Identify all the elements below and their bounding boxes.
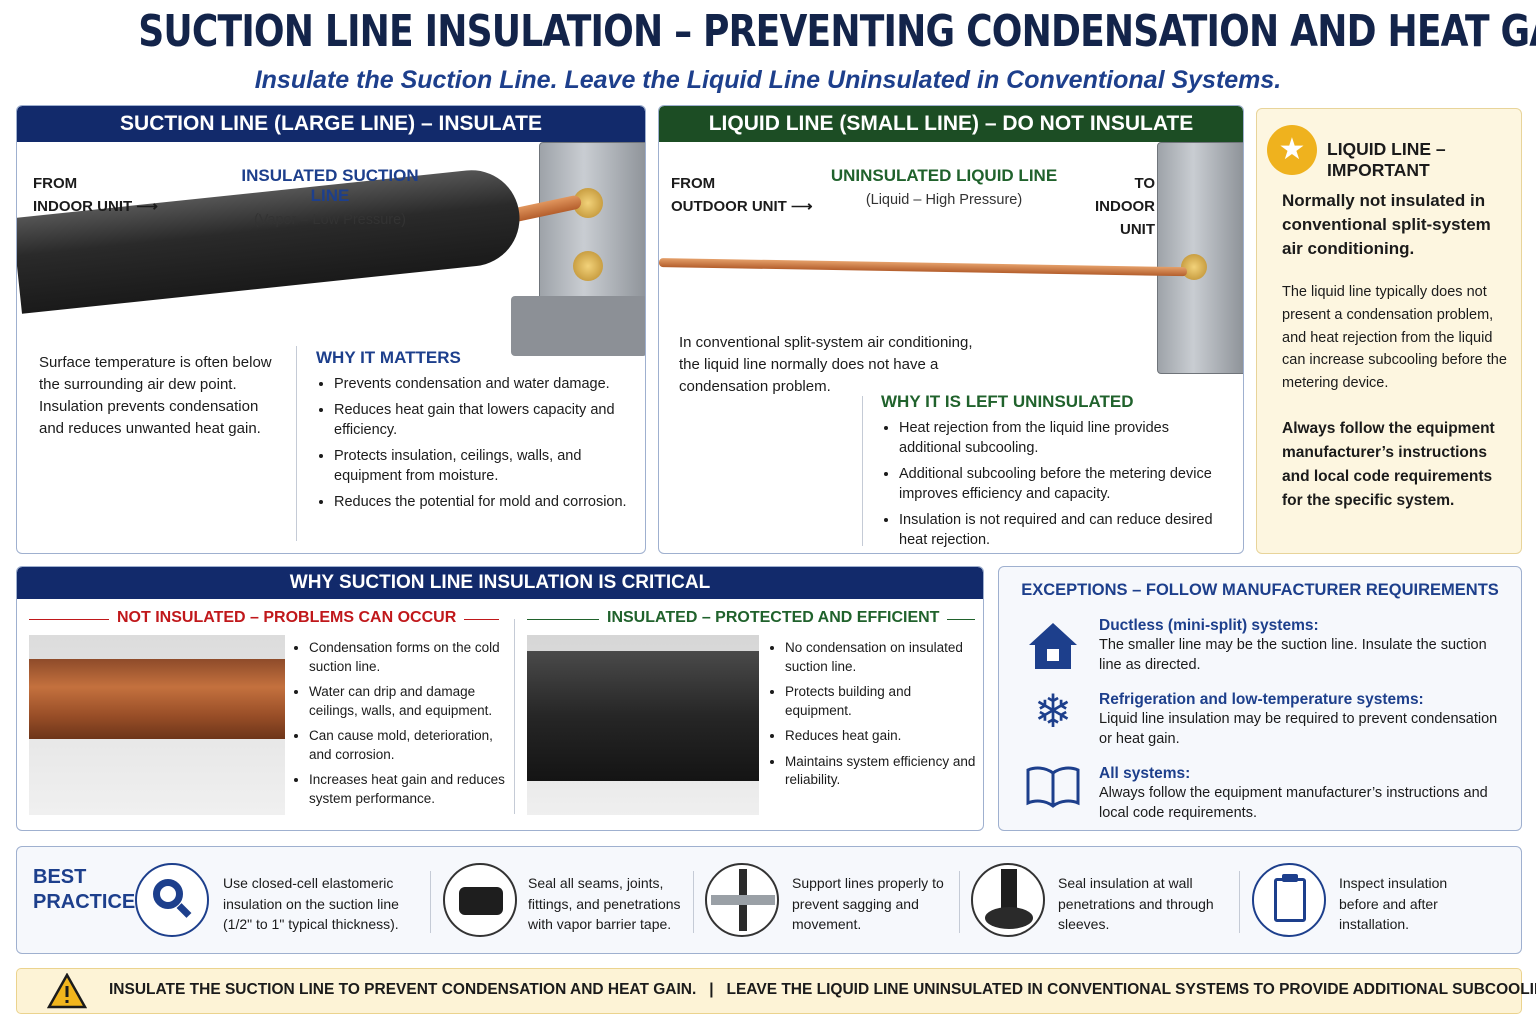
to-indoor-label: TO INDOOR UNIT bbox=[1095, 175, 1155, 238]
list-item: Heat rejection from the liquid line prov… bbox=[899, 418, 1216, 458]
warning-icon bbox=[46, 972, 88, 1009]
best-practice-text: Use closed-cell elastomeric insulation o… bbox=[223, 875, 399, 932]
wall-sleeve-icon bbox=[971, 863, 1045, 937]
list-item: Increases heat gain and reduces system p… bbox=[309, 771, 508, 808]
from-outdoor-label: FROM OUTDOOR UNIT ⟶ bbox=[671, 175, 813, 215]
list-item: Reduces the potential for mold and corro… bbox=[334, 492, 636, 512]
snowflake-icon: ❄ bbox=[1033, 685, 1073, 737]
page-subtitle: Insulate the Suction Line. Leave the Liq… bbox=[254, 66, 1282, 94]
best-practice-text: Seal all seams, joints, fittings, and pe… bbox=[528, 875, 681, 932]
list-item: Water can drip and damage ceilings, wall… bbox=[309, 683, 508, 720]
divider bbox=[514, 619, 515, 814]
divider bbox=[296, 346, 297, 541]
best-practice-text: Support lines properly to prevent saggin… bbox=[792, 875, 944, 932]
why-uninsulated-list: Heat rejection from the liquid line prov… bbox=[881, 418, 1216, 550]
list-item: Protects insulation, ceilings, walls, an… bbox=[334, 446, 636, 486]
divider bbox=[430, 871, 431, 933]
service-valve-bottom bbox=[573, 251, 603, 281]
divider bbox=[959, 871, 960, 933]
exceptions-header: EXCEPTIONS – FOLLOW MANUFACTURER REQUIRE… bbox=[1021, 581, 1499, 599]
important-lead: Normally not insulated in conventional s… bbox=[1282, 191, 1491, 258]
why-it-matters-list: Prevents condensation and water damage. … bbox=[316, 374, 636, 512]
list-item: Can cause mold, deterioration, and corro… bbox=[309, 727, 508, 764]
suction-line-sublabel: (Vapor – Low Pressure) bbox=[253, 212, 407, 228]
footer-message: INSULATE THE SUCTION LINE TO PREVENT CON… bbox=[109, 981, 1536, 998]
important-body: The liquid line typically does not prese… bbox=[1282, 284, 1507, 392]
list-item: Reduces heat gain. bbox=[785, 727, 979, 746]
exception-text: Liquid line insulation may be required t… bbox=[1099, 711, 1498, 747]
pipe-support-icon bbox=[705, 863, 779, 937]
sweating-pipe-image bbox=[29, 635, 285, 815]
list-item: Prevents condensation and water damage. bbox=[334, 374, 636, 394]
uninsulated-liquid-pipe bbox=[659, 258, 1187, 277]
liquid-header: LIQUID LINE (SMALL LINE) – DO NOT INSULA… bbox=[659, 106, 1243, 171]
not-insulated-list: Condensation forms on the cold suction l… bbox=[293, 639, 508, 808]
suction-header: SUCTION LINE (LARGE LINE) – INSULATE bbox=[17, 106, 645, 142]
important-panel: ★ LIQUID LINE – IMPORTANT Normally not i… bbox=[1256, 108, 1522, 554]
list-item: Reduces heat gain that lowers capacity a… bbox=[334, 400, 636, 440]
house-icon bbox=[1029, 623, 1077, 669]
divider bbox=[1239, 871, 1240, 933]
important-title: LIQUID LINE – IMPORTANT bbox=[1327, 139, 1446, 180]
list-item: Condensation forms on the cold suction l… bbox=[309, 639, 508, 676]
liquid-panel: LIQUID LINE (SMALL LINE) – DO NOT INSULA… bbox=[658, 105, 1244, 554]
why-uninsulated-title: WHY IT IS LEFT UNINSULATED bbox=[881, 392, 1134, 411]
critical-panel: WHY SUCTION LINE INSULATION IS CRITICAL … bbox=[16, 566, 984, 831]
list-item: Insulation is not required and can reduc… bbox=[899, 510, 1216, 550]
exceptions-panel: EXCEPTIONS – FOLLOW MANUFACTURER REQUIRE… bbox=[998, 566, 1522, 831]
exception-title: All systems: bbox=[1099, 765, 1191, 782]
tape-icon bbox=[443, 863, 517, 937]
star-icon: ★ bbox=[1267, 125, 1317, 175]
best-practices-title: BEST PRACTICES bbox=[33, 866, 149, 913]
critical-header: WHY SUCTION LINE INSULATION IS CRITICAL bbox=[17, 567, 983, 599]
clipboard-icon bbox=[1252, 863, 1326, 937]
arrow-right-icon: ⟶ bbox=[136, 198, 158, 215]
insulated-title: INSULATED – PROTECTED AND EFFICIENT bbox=[599, 609, 948, 627]
suction-panel: SUCTION LINE (LARGE LINE) – INSULATE FRO… bbox=[16, 105, 646, 554]
best-practices-panel: BEST PRACTICES Use closed-cell elastomer… bbox=[16, 846, 1522, 954]
suction-description: Surface temperature is often below the s… bbox=[39, 354, 272, 437]
exception-text: Always follow the equipment manufacturer… bbox=[1099, 785, 1488, 821]
list-item: Additional subcooling before the meterin… bbox=[899, 464, 1216, 504]
from-indoor-label: FROM INDOOR UNIT ⟶ bbox=[33, 175, 158, 215]
liquid-description: In conventional split-system air conditi… bbox=[679, 334, 973, 395]
arrow-right-icon: ⟶ bbox=[791, 198, 813, 215]
unit-base bbox=[511, 296, 645, 356]
best-practice-text: Seal insulation at wall penetrations and… bbox=[1058, 875, 1214, 932]
exception-text: The smaller line may be the suction line… bbox=[1099, 637, 1487, 673]
uninsulated-liquid-line-label: UNINSULATED LIQUID LINE bbox=[830, 166, 1058, 185]
exception-title: Refrigeration and low-temperature system… bbox=[1099, 691, 1424, 708]
insulated-list: No condensation on insulated suction lin… bbox=[769, 639, 979, 790]
divider bbox=[862, 396, 863, 546]
insulated-pipe-image bbox=[527, 635, 759, 815]
important-note: Always follow the equipment manufacturer… bbox=[1282, 420, 1495, 509]
page-title: SUCTION LINE INSULATION – PREVENTING CON… bbox=[138, 6, 1536, 57]
not-insulated-title: NOT INSULATED – PROBLEMS CAN OCCUR bbox=[109, 609, 465, 627]
book-icon bbox=[1026, 766, 1080, 808]
why-it-matters-title: WHY IT MATTERS bbox=[316, 348, 461, 367]
best-practice-text: Inspect insulation before and after inst… bbox=[1339, 875, 1448, 932]
insulated-suction-line-label: INSULATED SUCTION LINE bbox=[241, 166, 419, 205]
divider bbox=[693, 871, 694, 933]
footer-banner: INSULATE THE SUCTION LINE TO PREVENT CON… bbox=[16, 968, 1536, 1014]
magnifier-icon bbox=[135, 863, 209, 937]
exception-title: Ductless (mini-split) systems: bbox=[1099, 617, 1319, 634]
list-item: Protects building and equipment. bbox=[785, 683, 979, 720]
liquid-line-sublabel: (Liquid – High Pressure) bbox=[865, 192, 1023, 208]
list-item: Maintains system efficiency and reliabil… bbox=[785, 753, 979, 790]
list-item: No condensation on insulated suction lin… bbox=[785, 639, 979, 676]
